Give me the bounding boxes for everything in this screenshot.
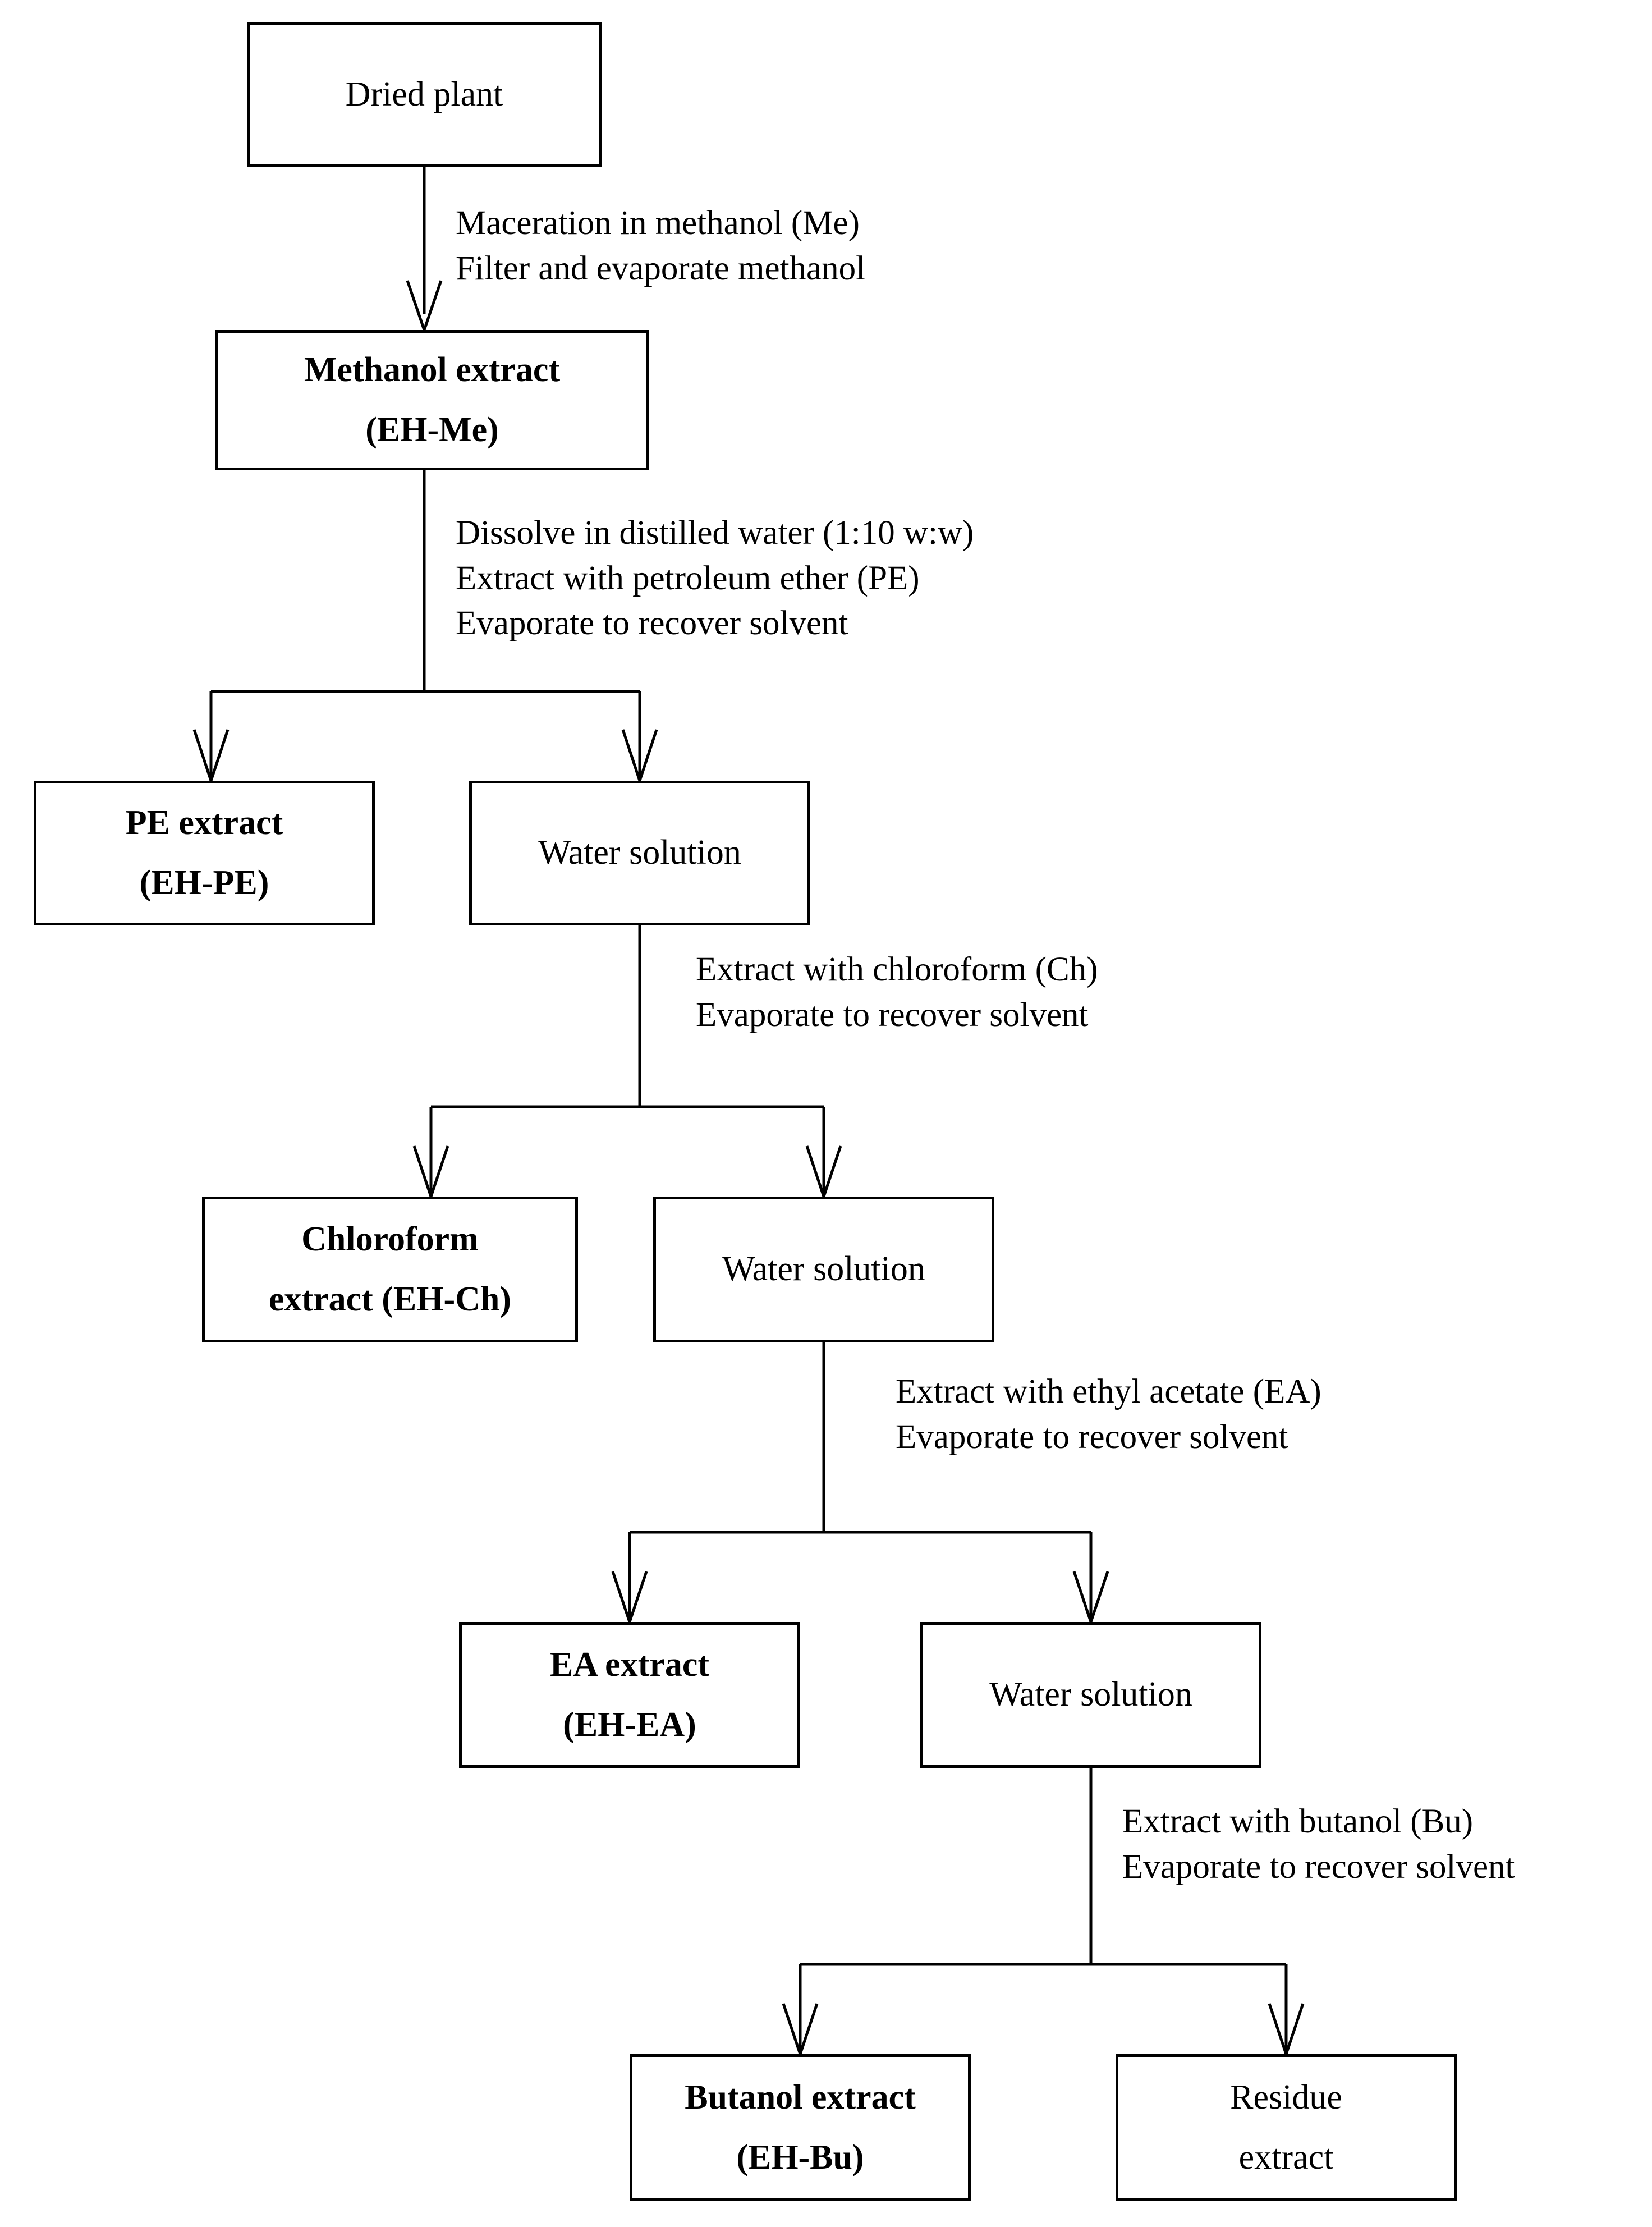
edge-label-line: Extract with petroleum ether (PE) bbox=[456, 559, 920, 597]
edge-label-line: Extract with butanol (Bu) bbox=[1122, 1803, 1474, 1840]
node-label-line1: Water solution bbox=[989, 1675, 1192, 1714]
edge-label-line: Extract with ethyl acetate (EA) bbox=[896, 1373, 1321, 1410]
arrowhead-pe bbox=[192, 729, 230, 785]
node-water-solution-1: Water solution bbox=[469, 781, 810, 925]
edge-label-ethyl-acetate-step: Extract with ethyl acetate (EA) Evaporat… bbox=[896, 1369, 1321, 1460]
edge-label-line: Extract with chloroform (Ch) bbox=[696, 951, 1098, 988]
arrowhead-water2 bbox=[805, 1145, 842, 1201]
edge-label-butanol-step: Extract with butanol (Bu) Evaporate to r… bbox=[1122, 1799, 1515, 1890]
arrowhead-butanol bbox=[782, 2003, 819, 2059]
node-label-line1: Residue bbox=[1230, 2078, 1342, 2116]
node-label-line2: (EH-PE) bbox=[139, 864, 269, 902]
node-water-solution-3: Water solution bbox=[920, 1622, 1261, 1768]
edge-label-line: Filter and evaporate methanol bbox=[456, 249, 866, 287]
node-label-line1: Dried plant bbox=[345, 75, 503, 114]
arrowhead-water1 bbox=[621, 729, 658, 785]
edge-label-line: Dissolve in distilled water (1:10 w:w) bbox=[456, 514, 974, 552]
arrowhead-residue bbox=[1268, 2003, 1305, 2059]
edge-label-maceration-step: Maceration in methanol (Me) Filter and e… bbox=[456, 201, 865, 291]
node-chloroform-extract: Chloroform extract (EH-Ch) bbox=[202, 1197, 578, 1342]
edge-label-line: Maceration in methanol (Me) bbox=[456, 204, 860, 242]
edge-label-petroleum-ether-step: Dissolve in distilled water (1:10 w:w) E… bbox=[456, 511, 974, 647]
edge-label-chloroform-step: Extract with chloroform (Ch) Evaporate t… bbox=[696, 947, 1098, 1038]
node-label-line1: Methanol extract bbox=[304, 350, 561, 389]
edge-label-line: Evaporate to recover solvent bbox=[696, 996, 1089, 1034]
node-label-line1: Butanol extract bbox=[685, 2078, 916, 2116]
node-label-line2: (EH-EA) bbox=[563, 1706, 696, 1744]
node-label-line2: (EH-Me) bbox=[365, 411, 499, 449]
node-label-line2: extract (EH-Ch) bbox=[268, 1280, 512, 1318]
edge-label-line: Evaporate to recover solvent bbox=[896, 1418, 1288, 1456]
arrowhead-ea bbox=[611, 1571, 648, 1626]
node-residue-extract: Residue extract bbox=[1116, 2054, 1457, 2201]
node-label-line1: Water solution bbox=[722, 1250, 925, 1289]
node-dried-plant: Dried plant bbox=[247, 22, 602, 167]
edge-label-line: Evaporate to recover solvent bbox=[1122, 1848, 1515, 1886]
node-methanol-extract: Methanol extract (EH-Me) bbox=[215, 330, 649, 470]
node-label-line1: Chloroform bbox=[301, 1220, 479, 1258]
node-butanol-extract: Butanol extract (EH-Bu) bbox=[630, 2054, 971, 2201]
arrowhead-water3 bbox=[1072, 1571, 1109, 1626]
node-pe-extract: PE extract (EH-PE) bbox=[34, 781, 375, 925]
node-label-line2: (EH-Bu) bbox=[736, 2138, 864, 2176]
node-water-solution-2: Water solution bbox=[653, 1197, 994, 1342]
node-label-line1: Water solution bbox=[538, 833, 741, 872]
node-ea-extract: EA extract (EH-EA) bbox=[459, 1622, 800, 1768]
arrowhead-chloroform bbox=[412, 1145, 449, 1201]
arrowhead-methanol bbox=[406, 280, 443, 334]
node-label-line2: extract bbox=[1238, 2138, 1334, 2176]
node-label-line1: PE extract bbox=[125, 803, 283, 842]
edge-label-line: Evaporate to recover solvent bbox=[456, 604, 848, 643]
node-label-line1: EA extract bbox=[549, 1645, 710, 1684]
